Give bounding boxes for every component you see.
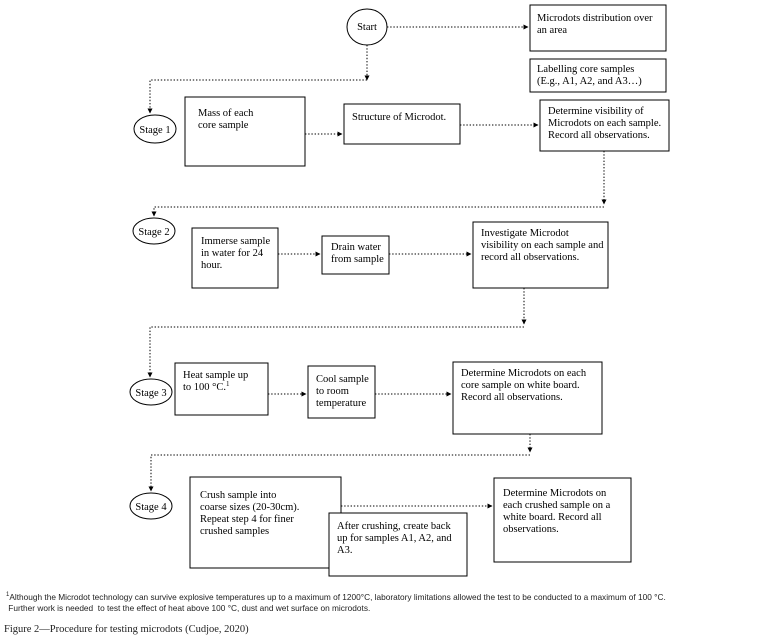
stage-2-label: Stage 2: [138, 227, 169, 238]
heat-line-2: to 100 °C.: [183, 382, 226, 393]
structure-line-1: Structure of Microdot.: [352, 112, 446, 123]
investigate-line-1: Investigate Microdot: [481, 228, 569, 239]
footnote: 1Although the Microdot technology can su…: [6, 590, 778, 614]
backup-line-3: A3.: [337, 545, 352, 556]
cool-line-1: Cool sample: [316, 374, 369, 385]
heat-line-1: Heat sample up: [183, 370, 248, 381]
drain-line-2: from sample: [331, 254, 384, 265]
cool-line-3: temperature: [316, 398, 366, 409]
structure-box: Structure of Microdot.: [343, 103, 461, 145]
crushed-line-1: Determine Microdots on: [503, 488, 607, 499]
investigate-box: Investigate Microdot visibility on each …: [472, 221, 609, 289]
connector-to-stage-3: [147, 326, 524, 378]
stage-4-label: Stage 4: [135, 502, 167, 513]
footnote-marker: 1: [6, 592, 10, 598]
backup-line-1: After crushing, create back: [337, 521, 451, 532]
stage-4-node: Stage 4: [129, 492, 173, 520]
stage-1-label: Stage 1: [139, 125, 170, 136]
footnote-line-2: Further work is needed to test the effec…: [6, 602, 371, 613]
labelling-line-2: (E.g., A1, A2, and A3…): [537, 76, 642, 87]
immerse-box: Immerse sample in water for 24 hour.: [191, 227, 279, 289]
connector-to-stage-2: [151, 206, 604, 217]
crushed-line-2: each crushed sample on a: [503, 500, 611, 511]
crush-line-3: Repeat step 4 for finer: [200, 514, 294, 525]
stage-1-node: Stage 1: [133, 114, 177, 144]
drain-box: Drain water from sample: [321, 235, 390, 275]
crush-box: Crush sample into coarse sizes (20-30cm)…: [189, 476, 342, 569]
connector-to-stage-4: [148, 454, 530, 492]
investigate-line-3: record all observations.: [481, 252, 579, 263]
mass-line-2: core sample: [198, 120, 249, 131]
drain-line-1: Drain water: [331, 242, 381, 253]
visibility-1-line-2: Microdots on each sample.: [548, 118, 661, 129]
procedure-flowchart: Start Microdots distribution over an are…: [129, 4, 670, 577]
crushed-line-3: white board. Record all: [503, 512, 602, 523]
distribution-line-1: Microdots distribution over: [537, 13, 653, 24]
stage-3-node: Stage 3: [129, 378, 173, 406]
immerse-line-1: Immerse sample: [201, 236, 270, 247]
labelling-line-1: Labelling core samples: [537, 64, 634, 75]
distribution-line-2: an area: [537, 25, 567, 36]
crushed-box: Determine Microdots on each crushed samp…: [493, 477, 632, 563]
heat-footnote-marker: 1: [226, 380, 230, 388]
backup-box: After crushing, create back up for sampl…: [328, 512, 468, 577]
footnote-text-1: Although the Microdot technology can sur…: [9, 591, 666, 602]
whiteboard-line-3: Record all observations.: [461, 392, 563, 403]
mass-line-1: Mass of each: [198, 108, 254, 119]
crush-line-2: coarse sizes (20-30cm).: [200, 502, 299, 513]
visibility-1-line-1: Determine visibility of: [548, 106, 644, 117]
heat-line-2-text: to 100 °C.1: [183, 380, 230, 393]
crush-line-4: crushed samples: [200, 526, 269, 537]
visibility-1-box: Determine visibility of Microdots on eac…: [539, 99, 670, 152]
crushed-line-4: observations.: [503, 524, 559, 535]
whiteboard-box: Determine Microdots on each core sample …: [452, 361, 603, 435]
heat-box: Heat sample up to 100 °C.1: [174, 362, 269, 416]
crush-line-1: Crush sample into: [200, 490, 276, 501]
investigate-line-2: visibility on each sample and: [481, 240, 604, 251]
whiteboard-line-1: Determine Microdots on each: [461, 368, 587, 379]
distribution-box: Microdots distribution over an area: [529, 4, 667, 52]
stage-2-node: Stage 2: [132, 217, 176, 245]
whiteboard-line-2: core sample on white board.: [461, 380, 580, 391]
mass-box: Mass of each core sample: [184, 96, 306, 167]
visibility-1-line-3: Record all observations.: [548, 130, 650, 141]
figure-caption: Figure 2—Procedure for testing microdots…: [4, 624, 249, 635]
start-node: Start: [346, 8, 388, 46]
stage-3-label: Stage 3: [135, 388, 166, 399]
start-label: Start: [357, 22, 377, 33]
cool-box: Cool sample to room temperature: [307, 365, 376, 419]
cool-line-2: to room: [316, 386, 349, 397]
backup-line-2: up for samples A1, A2, and: [337, 533, 452, 544]
footnote-line-1: 1Although the Microdot technology can su…: [6, 590, 778, 603]
immerse-line-3: hour.: [201, 260, 222, 271]
labelling-box: Labelling core samples (E.g., A1, A2, an…: [529, 58, 667, 93]
immerse-line-2: in water for 24: [201, 248, 264, 259]
